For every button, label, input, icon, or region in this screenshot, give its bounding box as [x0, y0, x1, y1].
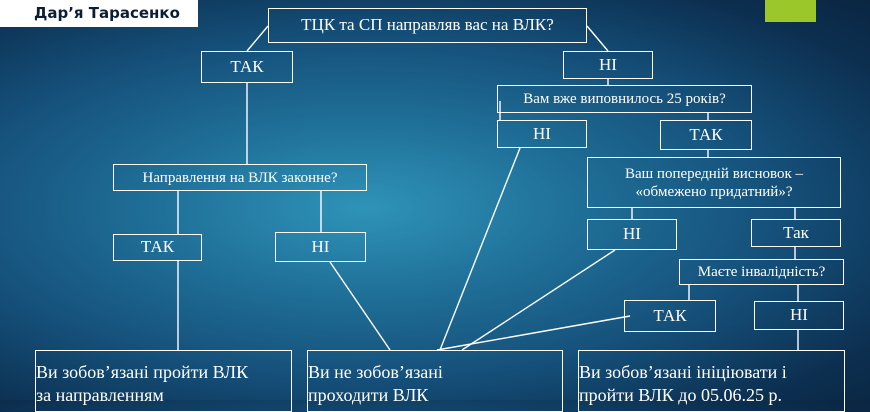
outcome-not-line-2: проходити ВЛК [308, 384, 429, 405]
outcome-initiate-line-1: Ви зобов’язані ініціювати і [579, 362, 787, 382]
connector-lines [0, 0, 870, 400]
outcome-not-required: Ви не зобов’язані проходити ВЛК [307, 350, 563, 412]
outcome-initiate: Ви зобов’язані ініціювати і пройти ВЛК д… [578, 350, 845, 412]
outcome-initiate-line-2: пройти ВЛК до 05.06.25 р. [579, 384, 782, 405]
answer-ni-age: НІ [497, 120, 587, 148]
question-previous-line-2: «обмежено придатний»? [635, 183, 793, 200]
author-label: Дар’я Тарасенко [0, 0, 198, 27]
connector-line [329, 261, 391, 351]
outcome-not-line-1: Ви не зобов’язані [308, 362, 443, 382]
answer-tak-previous: Так [751, 219, 841, 247]
answer-ni-disability: НІ [754, 301, 844, 330]
answer-tak-tck: ТАК [201, 51, 293, 83]
outcome-must-pass: Ви зобов’язані пройти ВЛК за направлення… [35, 350, 292, 412]
answer-ni-previous: НІ [587, 219, 677, 250]
outcome-must-line-2: за направленням [36, 384, 164, 405]
answer-ni-tck: НІ [563, 51, 653, 79]
connector-line [461, 249, 616, 351]
connector-line [246, 25, 269, 52]
question-disability: Маєте інвалідність? [679, 259, 844, 285]
answer-tak-legal: ТАК [113, 234, 202, 261]
question-tck: ТЦК та СП направляв вас на ВЛК? [268, 8, 587, 43]
connector-line [439, 147, 521, 351]
question-previous-conclusion: Ваш попередній висновок – «обмежено прид… [587, 157, 841, 208]
question-legal: Направлення на ВЛК законне? [113, 164, 367, 191]
connector-line [436, 315, 631, 351]
outcome-must-line-1: Ви зобов’язані пройти ВЛК [36, 362, 249, 382]
accent-block [765, 0, 816, 22]
connector-line [586, 25, 609, 52]
question-age: Вам вже виповнилось 25 років? [497, 85, 752, 113]
answer-ni-legal: НІ [275, 232, 366, 262]
question-previous-line-1: Ваш попередній висновок – [624, 165, 804, 182]
answer-tak-age: ТАК [660, 120, 752, 150]
answer-tak-disability: ТАК [624, 300, 716, 332]
